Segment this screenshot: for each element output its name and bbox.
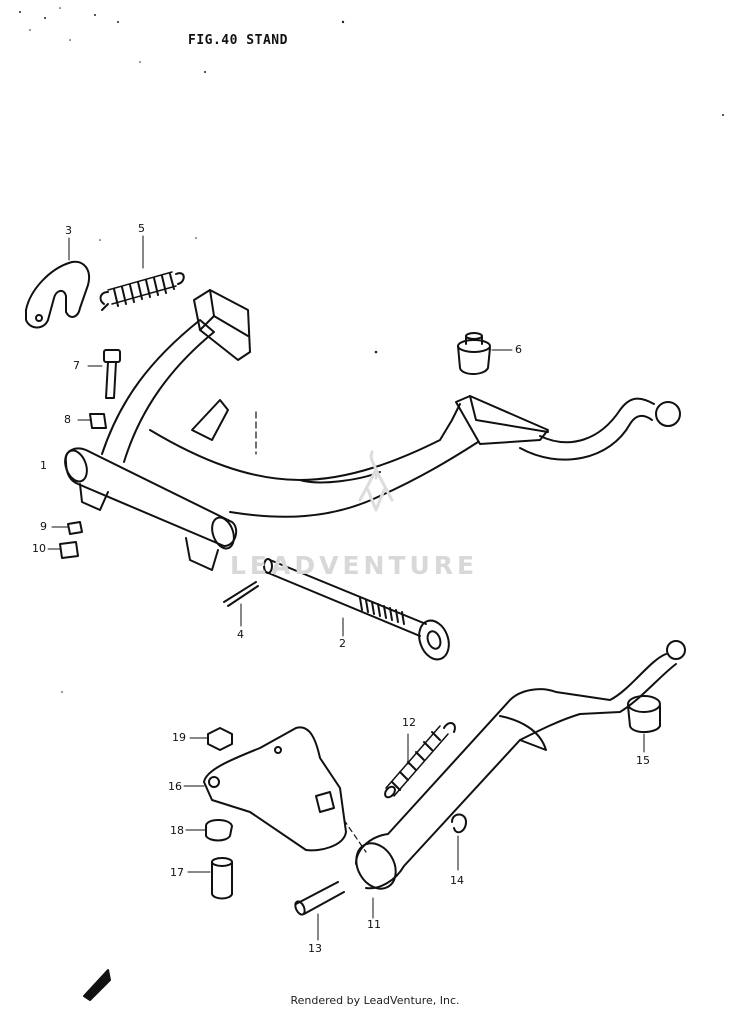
part-3-bracket bbox=[25, 237, 90, 329]
part-5-spring bbox=[99, 235, 185, 311]
watermark-text: LEADVENTURE bbox=[230, 551, 479, 580]
callout-14: 14 bbox=[450, 874, 464, 887]
callout-15: 15 bbox=[636, 754, 650, 767]
callout-3: 3 bbox=[65, 224, 72, 237]
part-9-washer bbox=[51, 521, 83, 535]
part-12-spring bbox=[384, 722, 456, 799]
callout-16: 16 bbox=[168, 780, 182, 793]
callout-12: 12 bbox=[402, 716, 416, 729]
part-10-nut bbox=[47, 541, 79, 559]
callout-4: 4 bbox=[237, 628, 244, 641]
part-15-rubber bbox=[627, 695, 661, 753]
callout-2: 2 bbox=[339, 637, 346, 650]
part-11-side-stand bbox=[355, 640, 686, 919]
callout-9: 9 bbox=[40, 520, 47, 533]
callout-13: 13 bbox=[308, 942, 322, 955]
page-marker-icon bbox=[83, 969, 111, 1001]
callout-7: 7 bbox=[73, 359, 80, 372]
figure-title: FIG.40 STAND bbox=[188, 33, 288, 48]
callout-5: 5 bbox=[138, 222, 145, 235]
part-8-nut bbox=[77, 413, 107, 429]
part-14-clip bbox=[451, 813, 467, 871]
part-17-spacer bbox=[187, 857, 233, 900]
part-7-bolt bbox=[87, 349, 121, 399]
part-1-centre-stand bbox=[64, 289, 681, 571]
part-19-nut bbox=[189, 727, 233, 751]
callout-8: 8 bbox=[64, 413, 71, 426]
callout-6: 6 bbox=[515, 343, 522, 356]
watermark-logo bbox=[358, 450, 394, 512]
part-4-pin bbox=[223, 581, 259, 627]
callout-19: 19 bbox=[172, 731, 186, 744]
part-18-collar bbox=[185, 819, 233, 842]
callout-17: 17 bbox=[170, 866, 184, 879]
part-16-plate bbox=[183, 726, 367, 853]
footer-credit: Rendered by LeadVenture, Inc. bbox=[290, 994, 460, 1007]
part-2-shaft bbox=[263, 558, 450, 661]
part-6-cap bbox=[457, 332, 513, 375]
callout-18: 18 bbox=[170, 824, 184, 837]
part-13-pin bbox=[294, 881, 345, 941]
callout-10: 10 bbox=[32, 542, 46, 555]
callout-1: 1 bbox=[40, 459, 47, 472]
callout-11: 11 bbox=[367, 918, 381, 931]
scan-specks bbox=[19, 7, 724, 693]
